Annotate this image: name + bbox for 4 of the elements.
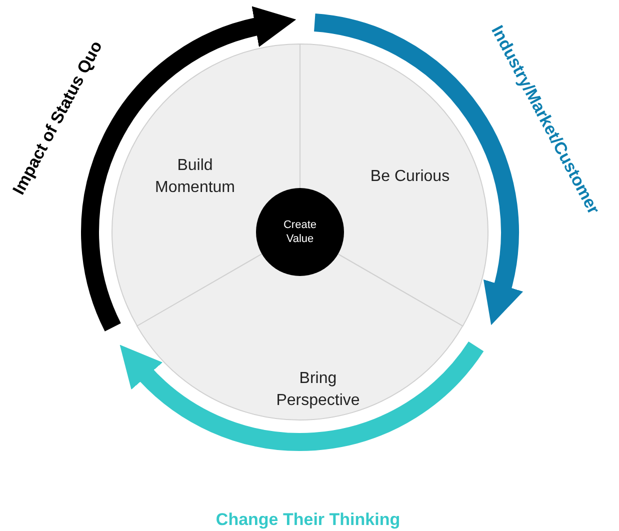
- sector-label: Build Momentum: [154, 156, 236, 198]
- arrow-label: Change Their Thinking: [216, 510, 400, 530]
- sector-label: Be Curious: [369, 167, 451, 187]
- sector-label: Bring Perspective: [275, 369, 361, 411]
